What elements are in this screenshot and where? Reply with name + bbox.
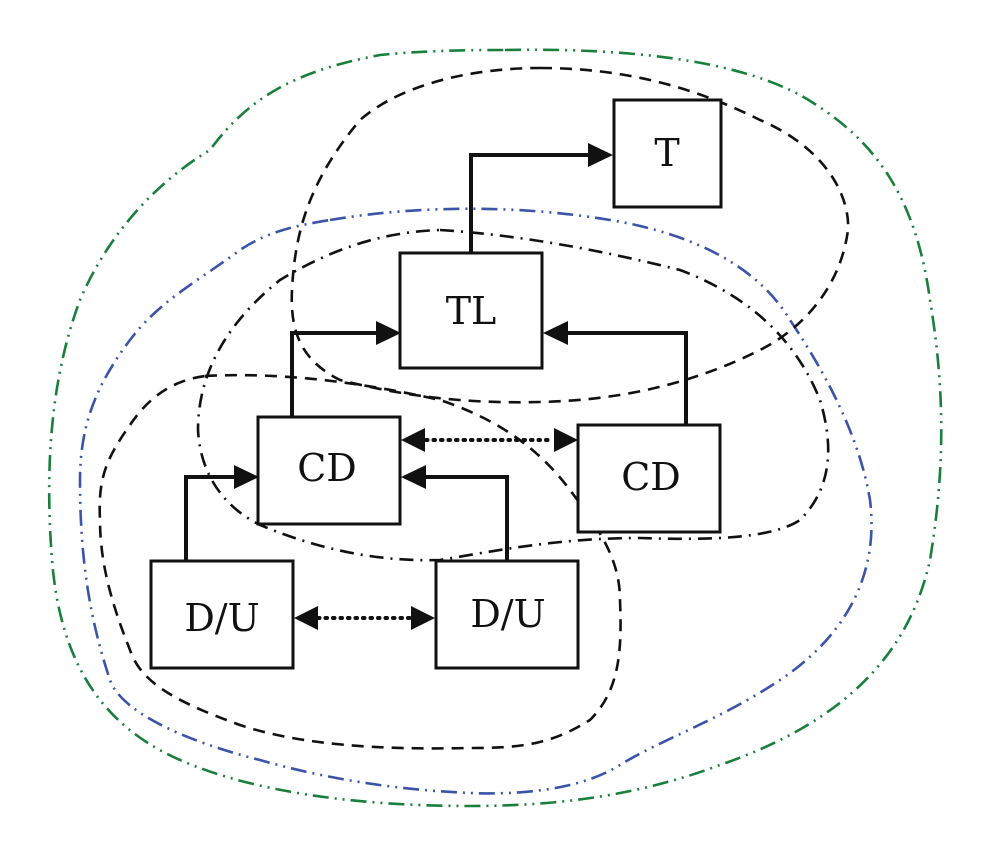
- arrowhead-du-dotted-left: [294, 606, 318, 630]
- arrowhead-duleft-to-cdleft: [234, 465, 259, 489]
- region-bottom-dashed: [98, 373, 622, 750]
- edge-cdright-to-tl: [566, 331, 688, 425]
- node-tl: TL: [398, 251, 544, 370]
- node-du-left: D/U: [149, 559, 295, 670]
- arrowhead-du-dotted-right: [411, 606, 435, 630]
- node-t: T: [612, 98, 723, 209]
- arrowhead-cdright-to-tl: [543, 321, 568, 345]
- node-du-right-label: D/U: [470, 592, 545, 636]
- arrowhead-cdleft-to-tl: [376, 321, 401, 345]
- arrowhead-tl-to-t: [588, 143, 613, 167]
- node-cd-right-label: CD: [621, 455, 681, 499]
- region-outer-green: [47, 48, 943, 808]
- arrowhead-duright-to-cdleft: [401, 465, 426, 489]
- edge-duright-to-cdleft: [424, 475, 509, 561]
- node-du-right: D/U: [434, 559, 580, 670]
- edge-duleft-to-cdleft: [184, 475, 236, 561]
- node-t-label: T: [654, 131, 679, 175]
- region-top-dashed: [290, 66, 850, 404]
- node-du-left-label: D/U: [184, 596, 259, 640]
- edge-tl-to-t: [469, 153, 590, 253]
- arrowhead-cd-dotted-left: [401, 428, 425, 452]
- node-cd-left: CD: [256, 415, 402, 526]
- region-outer-blue: [78, 207, 873, 795]
- region-middle-dashdot: [196, 228, 830, 562]
- node-cd-left-label: CD: [297, 446, 357, 490]
- node-tl-label: TL: [446, 289, 497, 333]
- node-cd-right: CD: [576, 423, 722, 534]
- arrowhead-cd-dotted-right: [554, 428, 578, 452]
- edge-cdleft-to-tl: [290, 331, 378, 417]
